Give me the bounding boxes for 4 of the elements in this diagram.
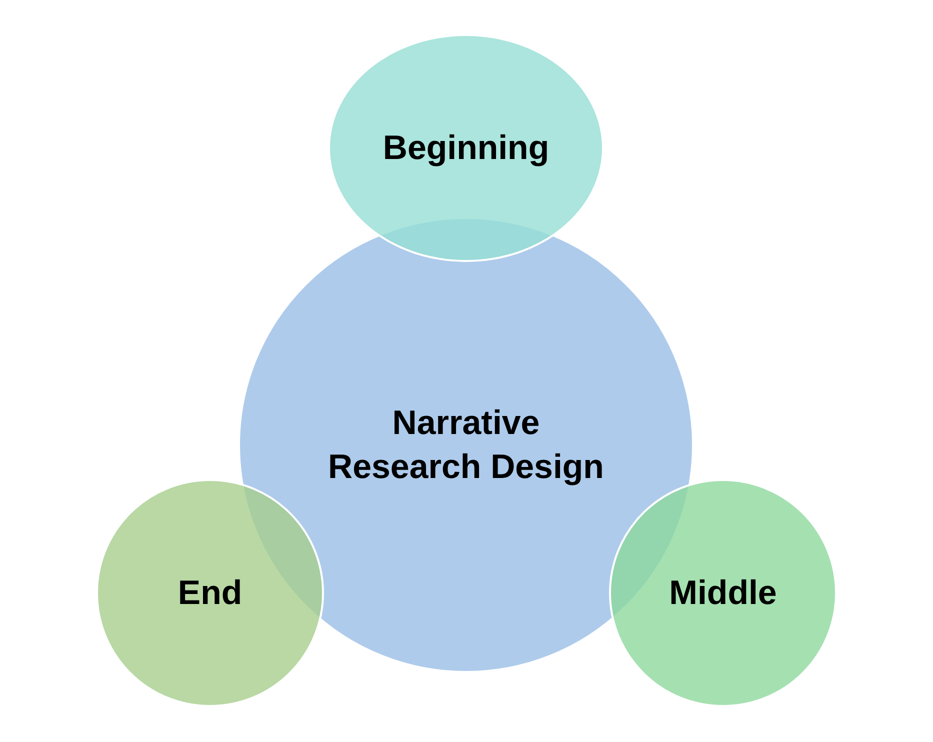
circle-label: End — [178, 572, 242, 614]
circle-label: Middle — [669, 572, 777, 614]
circle-label: Beginning — [382, 128, 550, 169]
circle-label: Narrative Research Design — [327, 402, 605, 488]
